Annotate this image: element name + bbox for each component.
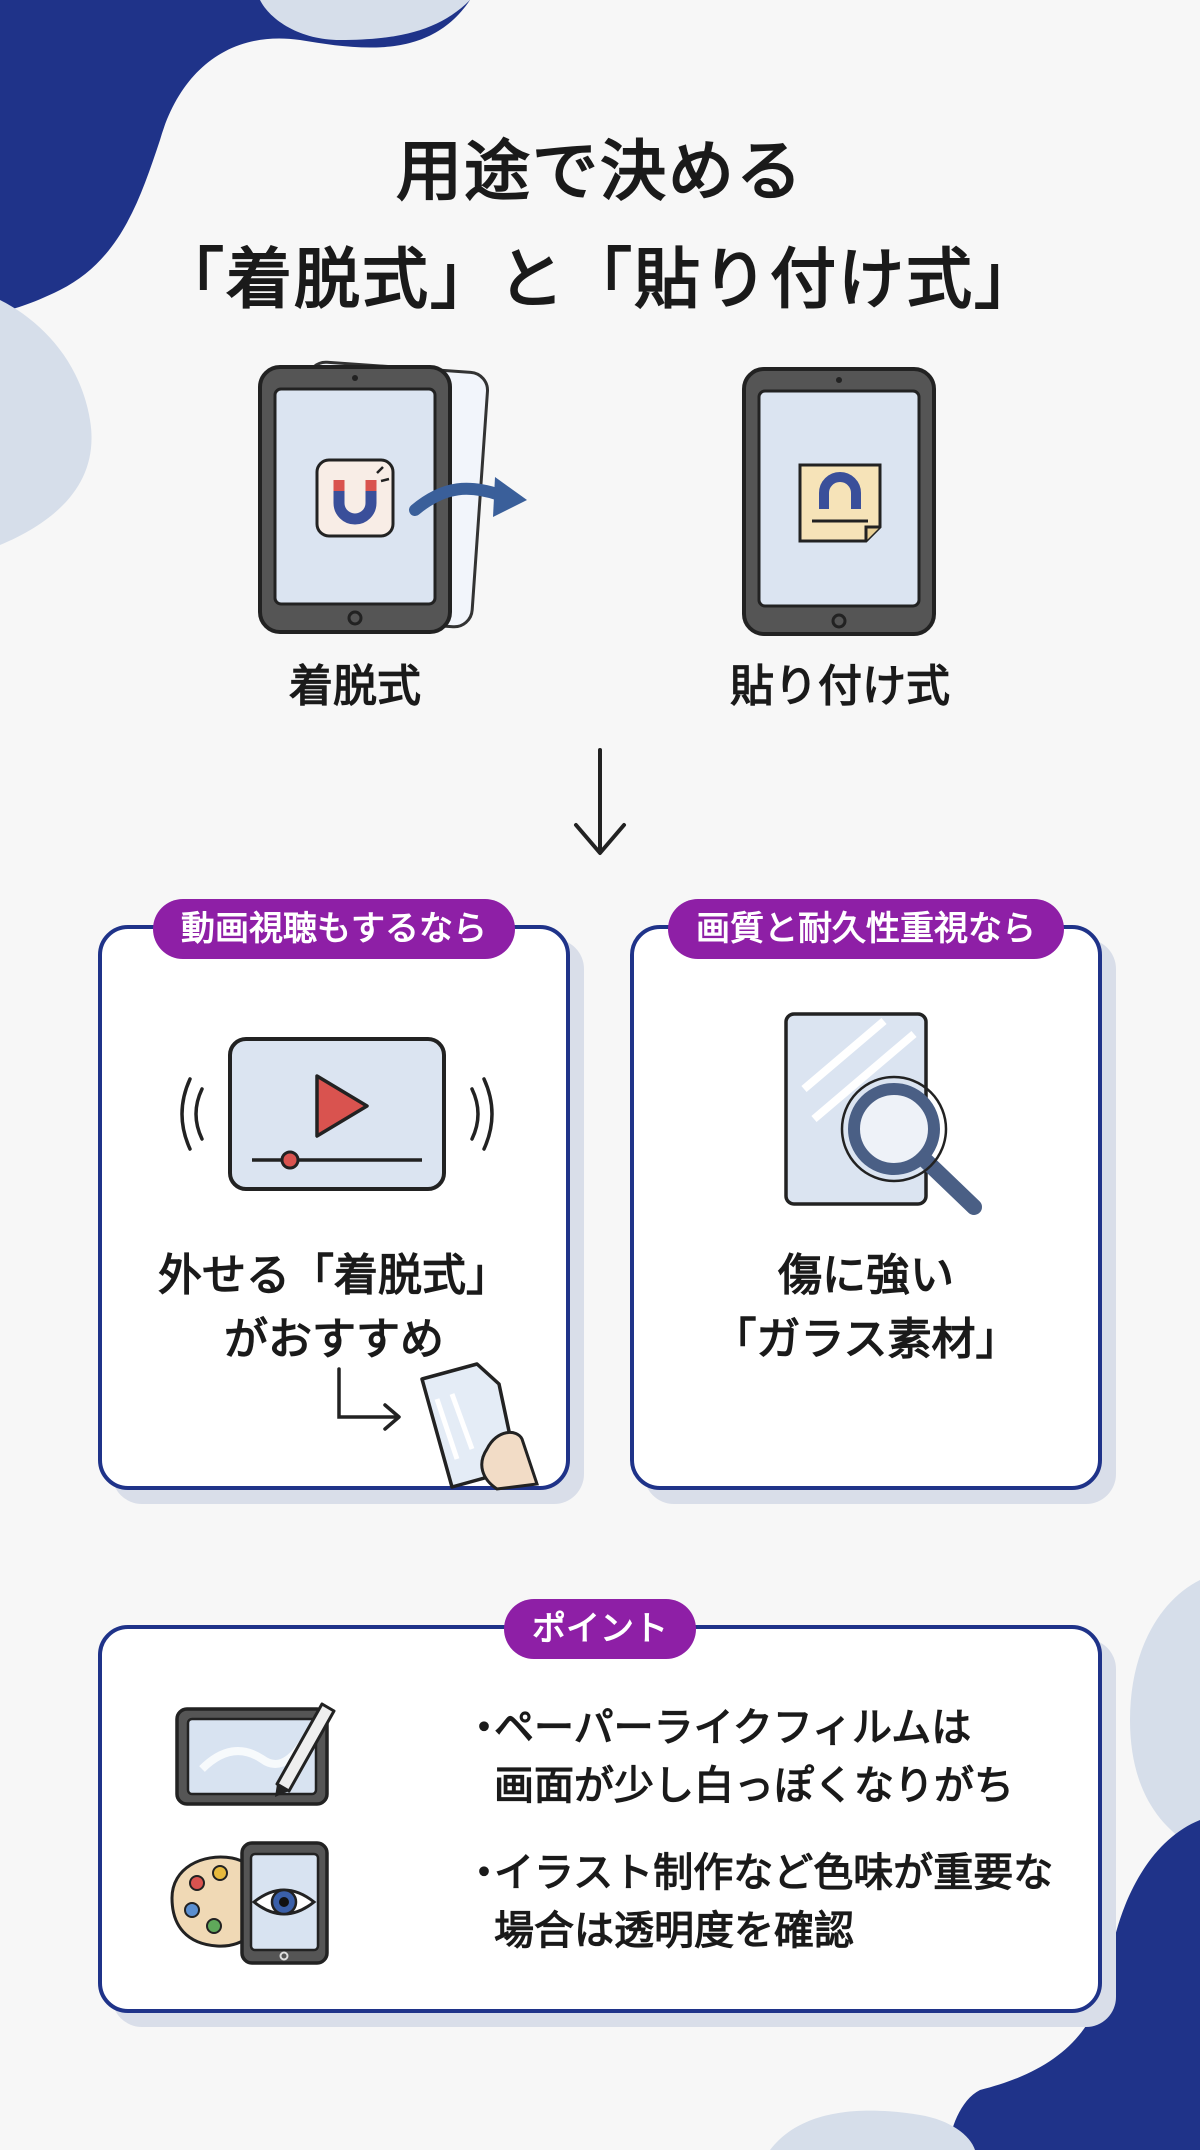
magnet-icon <box>315 458 395 538</box>
bullet-1: ・ <box>464 1705 504 1751</box>
title-line-2: 「着脱式」と「貼り付け式」 <box>158 241 1042 318</box>
card-glass-text-line-2: 「ガラス素材」 <box>712 1314 1020 1365</box>
point-item-1-line-2: 画面が少し白っぽくなりがち <box>494 1763 1014 1809</box>
point-item-1-text: ・ペーパーライクフィルムは 画面が少し白っぽくなりがち <box>464 1699 1014 1815</box>
card-video: 動画視聴もするなら 外せる「着脱式」 がおすすめ <box>98 899 570 1491</box>
sticky-magnet-icon <box>798 463 882 543</box>
card-video-text-line-2: がおすすめ <box>224 1314 444 1365</box>
down-arrow-icon <box>574 748 626 855</box>
card-glass: 画質と耐久性重視なら 傷に強い 「ガラス素材」 <box>630 899 1102 1490</box>
card-glass-badge: 画質と耐久性重視なら <box>668 899 1064 959</box>
card-glass-text: 傷に強い 「ガラス素材」 <box>634 1244 1098 1372</box>
palette-eye-icon <box>170 1841 329 1965</box>
peel-film-illustration <box>337 1362 540 1491</box>
card-glass-text-line-1: 傷に強い <box>778 1250 954 1301</box>
point-item-1-line-1: ペーパーライクフィルムは <box>494 1705 972 1751</box>
point-item-2-line-2: 場合は透明度を確認 <box>494 1908 854 1954</box>
magnifier-glass-icon <box>784 1012 982 1215</box>
device-label-adhesive: 貼り付け式 <box>730 661 950 712</box>
title-line-1: 用途で決める <box>396 133 804 210</box>
card-video-text: 外せる「着脱式」 がおすすめ <box>102 1244 566 1372</box>
bullet-2: ・ <box>464 1850 504 1896</box>
card-video-text-line-1: 外せる「着脱式」 <box>158 1250 510 1301</box>
arrow-right-icon <box>409 482 506 516</box>
adhesive-tablet-illustration <box>742 367 936 636</box>
tablet-pen-icon <box>175 1702 336 1806</box>
page-title: 用途で決める 「着脱式」と「貼り付け式」 <box>0 118 1200 334</box>
removable-tablet-illustration <box>258 360 527 634</box>
point-item-2-text: ・イラスト制作など色味が重要な 場合は透明度を確認 <box>464 1844 1053 1960</box>
device-label-removable: 着脱式 <box>289 661 421 712</box>
video-player-icon <box>180 1037 494 1191</box>
points-card: ポイント ・ペーパーライクフィルムは 画面が少し白っぽくなりがち <box>98 1599 1102 2013</box>
point-item-2-line-1: イラスト制作など色味が重要な <box>494 1850 1054 1896</box>
card-video-badge: 動画視聴もするなら <box>153 899 515 959</box>
points-badge: ポイント <box>504 1599 696 1659</box>
